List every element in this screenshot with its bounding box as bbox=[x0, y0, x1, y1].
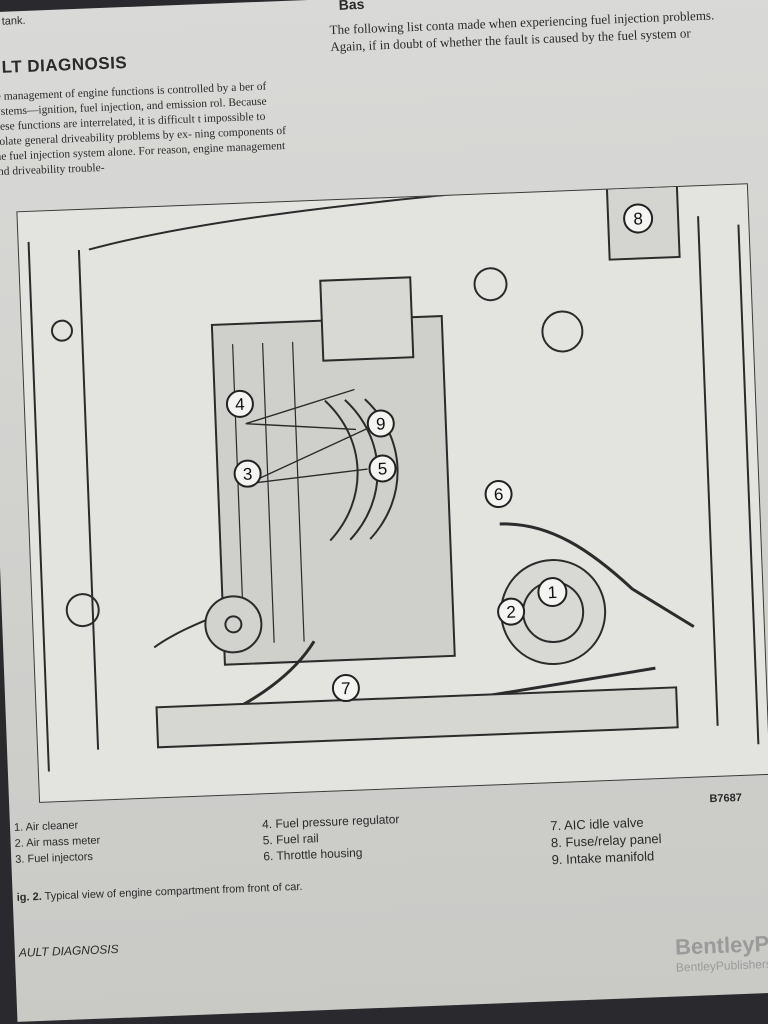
publisher-name: BentleyPu bbox=[674, 930, 768, 960]
section-title: ULT DIAGNOSIS bbox=[0, 52, 128, 78]
page-footer: AULT DIAGNOSIS bbox=[18, 941, 119, 960]
right-column-title: Bas bbox=[338, 0, 365, 13]
callout-7: 7 bbox=[331, 674, 360, 703]
page-snippet: as tank. bbox=[0, 14, 26, 28]
legend-column-3: 7. AIC idle valve 8. Fuse/relay panel 9.… bbox=[550, 813, 662, 868]
callout-9: 9 bbox=[366, 409, 395, 438]
svg-text:6: 6 bbox=[494, 485, 504, 504]
legend-column-1: 1. Air cleaner 2. Air mass meter 3. Fuel… bbox=[14, 817, 101, 868]
callout-8: 8 bbox=[623, 203, 654, 234]
caption-text: Typical view of engine compartment from … bbox=[44, 880, 303, 903]
svg-text:9: 9 bbox=[376, 414, 386, 433]
engine-compartment-figure: 8 4 9 3 5 6 1 2 7 bbox=[16, 96, 768, 803]
svg-text:2: 2 bbox=[506, 602, 516, 621]
legend-column-2: 4. Fuel pressure regulator 5. Fuel rail … bbox=[262, 811, 401, 864]
body-text-left: he management of engine functions is con… bbox=[0, 80, 287, 179]
figure-caption: ig. 2. Typical view of engine compartmen… bbox=[17, 881, 303, 904]
svg-text:7: 7 bbox=[341, 679, 351, 698]
svg-text:4: 4 bbox=[235, 395, 245, 414]
caption-label: ig. 2. bbox=[16, 890, 43, 904]
engine-line-drawing: 8 4 9 3 5 6 1 2 7 bbox=[27, 96, 760, 772]
svg-text:8: 8 bbox=[633, 209, 643, 228]
callout-1: 1 bbox=[537, 577, 568, 608]
callout-3: 3 bbox=[233, 459, 262, 488]
callout-4: 4 bbox=[225, 389, 254, 418]
callouts: 8 4 9 3 5 6 1 2 7 bbox=[225, 203, 654, 703]
svg-text:1: 1 bbox=[547, 583, 557, 602]
figure-code: B7687 bbox=[709, 791, 743, 806]
svg-text:3: 3 bbox=[243, 464, 253, 483]
legend-item: 9. Intake manifold bbox=[551, 848, 655, 868]
svg-text:5: 5 bbox=[377, 459, 387, 478]
body-text-right: The following list conta made when exper… bbox=[329, 7, 715, 55]
publisher-logo: BentleyPu BentleyPublishers.co bbox=[675, 930, 768, 974]
callout-5: 5 bbox=[368, 454, 397, 483]
callout-6: 6 bbox=[484, 480, 513, 509]
callout-2: 2 bbox=[497, 597, 526, 626]
legend-item: 3. Fuel injectors bbox=[15, 850, 94, 866]
publisher-url: BentleyPublishers.co bbox=[675, 956, 768, 975]
